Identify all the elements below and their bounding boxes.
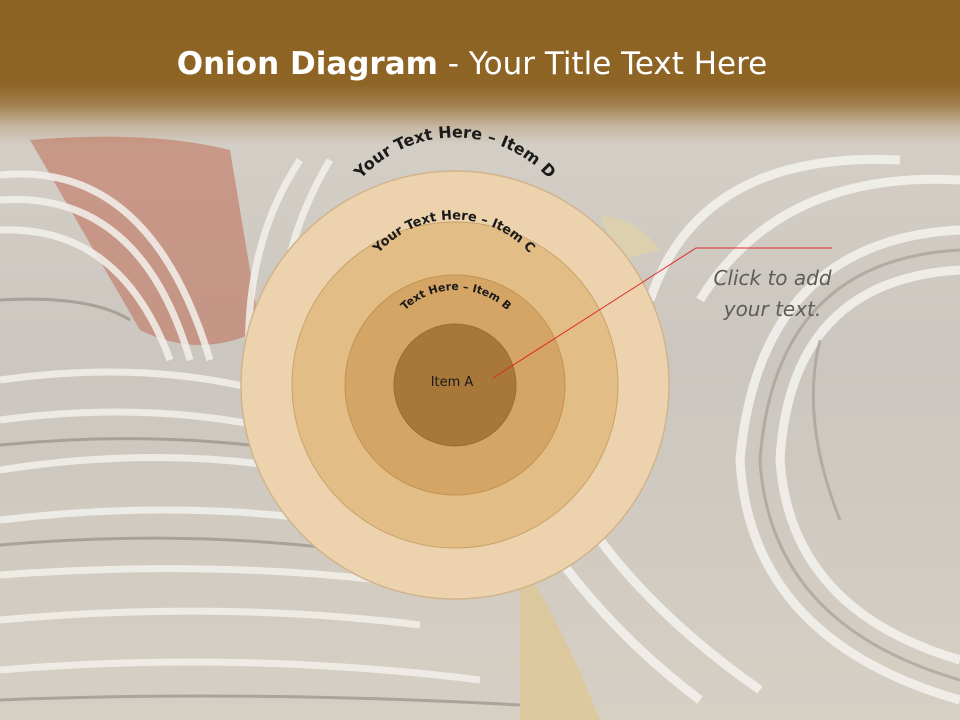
callout-line-1: Click to add [713, 266, 832, 290]
page-title[interactable]: Onion Diagram - Your Title Text Here [0, 46, 944, 82]
callout-line [492, 247, 832, 379]
title-rest: - Your Title Text Here [437, 46, 768, 82]
callout-textbox[interactable]: Click to add your text. [690, 263, 855, 325]
header-bar [0, 0, 960, 145]
callout-line-2: your text. [723, 297, 822, 321]
title-bold: Onion Diagram [176, 46, 438, 82]
label-item-a: Item A [431, 375, 474, 390]
onion-layer-a[interactable] [393, 323, 517, 447]
